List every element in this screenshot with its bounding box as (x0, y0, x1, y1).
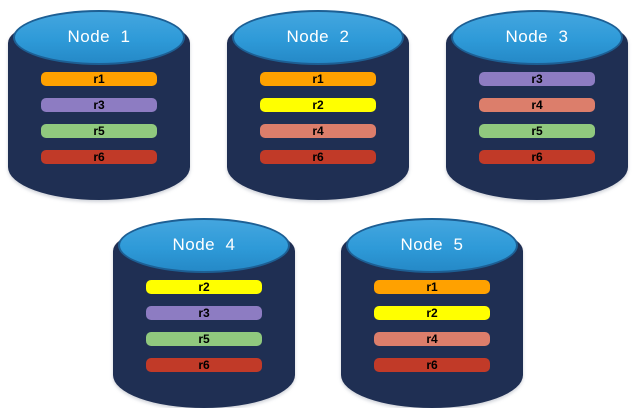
cylinder-top: Node 4 (118, 218, 290, 273)
node-label: Node 4 (172, 234, 236, 254)
replica-bar-r1: r1 (374, 280, 490, 294)
database-node-2: Node 2 r1 r2 r4 r6 (227, 10, 409, 200)
replica-list: r1 r3 r5 r6 (8, 72, 190, 164)
replica-bar-r1: r1 (260, 72, 376, 86)
replica-bar-r6: r6 (479, 150, 595, 164)
cylinder-top: Node 5 (346, 218, 518, 273)
cylinder-top: Node 3 (451, 10, 623, 65)
replica-bar-r6: r6 (374, 358, 490, 372)
node-label: Node 1 (67, 26, 131, 46)
replica-list: r1 r2 r4 r6 (341, 280, 523, 372)
database-node-5: Node 5 r1 r2 r4 r6 (341, 218, 523, 408)
replica-bar-r3: r3 (146, 306, 262, 320)
replica-bar-r1: r1 (41, 72, 157, 86)
cylinder-top: Node 1 (13, 10, 185, 65)
node-label: Node 2 (286, 26, 350, 46)
replica-bar-r5: r5 (146, 332, 262, 346)
replica-bar-r2: r2 (374, 306, 490, 320)
database-node-1: Node 1 r1 r3 r5 r6 (8, 10, 190, 200)
database-node-3: Node 3 r3 r4 r5 r6 (446, 10, 628, 200)
replica-bar-r4: r4 (479, 98, 595, 112)
node-label: Node 3 (505, 26, 569, 46)
database-node-4: Node 4 r2 r3 r5 r6 (113, 218, 295, 408)
replica-bar-r3: r3 (479, 72, 595, 86)
replica-bar-r6: r6 (41, 150, 157, 164)
cylinder-top: Node 2 (232, 10, 404, 65)
replica-bar-r2: r2 (146, 280, 262, 294)
replica-bar-r4: r4 (260, 124, 376, 138)
replica-list: r1 r2 r4 r6 (227, 72, 409, 164)
replica-bar-r5: r5 (41, 124, 157, 138)
replica-bar-r2: r2 (260, 98, 376, 112)
replica-list: r3 r4 r5 r6 (446, 72, 628, 164)
replica-bar-r6: r6 (260, 150, 376, 164)
replica-bar-r6: r6 (146, 358, 262, 372)
replica-bar-r5: r5 (479, 124, 595, 138)
replica-list: r2 r3 r5 r6 (113, 280, 295, 372)
replica-bar-r4: r4 (374, 332, 490, 346)
node-label: Node 5 (400, 234, 464, 254)
node-row-top: Node 1 r1 r3 r5 r6 Node 2 r1 r2 r4 r6 Node 3 r… (0, 10, 636, 200)
replica-bar-r3: r3 (41, 98, 157, 112)
node-row-bottom: Node 4 r2 r3 r5 r6 Node 5 r1 r2 r4 r6 (0, 218, 636, 408)
